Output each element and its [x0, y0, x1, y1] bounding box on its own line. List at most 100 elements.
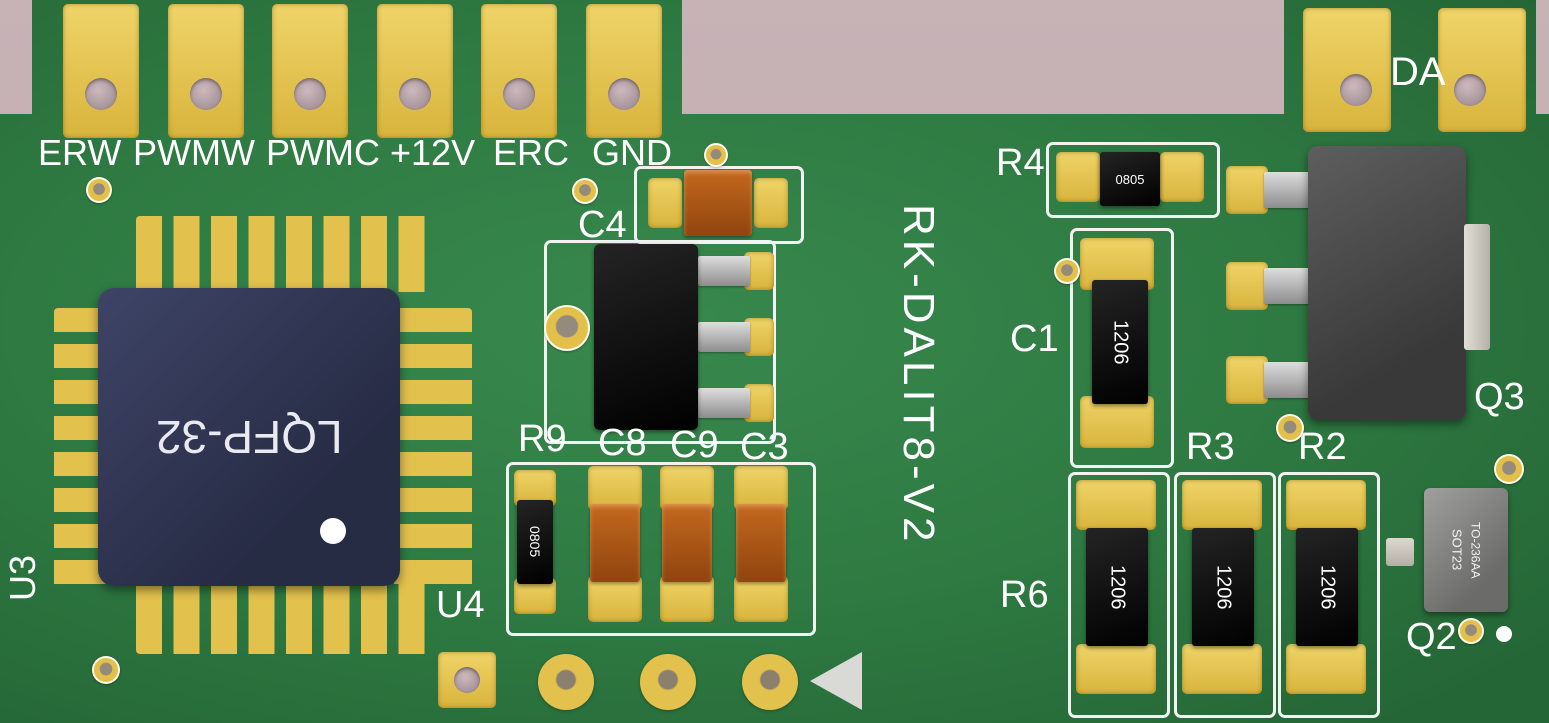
r4-size-label: 0805 [1115, 171, 1145, 187]
connector-label-erc: ERC [493, 132, 570, 173]
q3-tab [1464, 224, 1490, 350]
connector-pad-erc [481, 4, 557, 138]
pad-hole [608, 78, 640, 110]
u3-pins-top [136, 216, 436, 292]
q3-lead [1264, 268, 1310, 304]
c1-body: 1206 [1092, 280, 1148, 404]
bottom-round-pad [640, 654, 696, 710]
c1-pad [1080, 396, 1154, 448]
r4-outline [1046, 142, 1220, 218]
pad-hole [294, 78, 326, 110]
sot-lead [698, 322, 750, 352]
via [86, 177, 112, 203]
sot-lead [698, 256, 750, 286]
c9-ref-label: C9 [670, 424, 719, 466]
r6-outline [1068, 472, 1170, 718]
connector-label-pwmc: PWMC [266, 132, 380, 173]
via [1054, 258, 1080, 284]
r2-pad [1286, 480, 1366, 530]
da-pad-left [1303, 8, 1391, 132]
connector-label-pwmw: PWMW [133, 132, 255, 173]
r6-pad [1076, 480, 1156, 530]
r4-pad [1160, 152, 1204, 202]
c3-pad [734, 466, 788, 510]
c3-ref-label: C3 [740, 426, 789, 468]
pad-hole [503, 78, 535, 110]
connector-pad-pwmw [168, 4, 244, 138]
q2-package-label: TO-236AA [1468, 521, 1483, 579]
c4-ref-label: C4 [578, 204, 627, 246]
q2-package-label: SOT23 [1449, 529, 1465, 571]
connector-pad-12v [377, 4, 453, 138]
r3-body: 1206 [1192, 528, 1254, 646]
bottom-square-pad [438, 652, 496, 708]
q3-lead [1264, 172, 1310, 208]
sot-outline [544, 240, 776, 444]
via [544, 305, 590, 351]
r4-body: 0805 [1100, 152, 1160, 206]
c8-ref-label: C8 [598, 422, 647, 464]
connector-pad-pwmc [272, 4, 348, 138]
r2-ref-label: R2 [1298, 426, 1347, 468]
r3-pad [1182, 480, 1262, 530]
r4-ref-label: R4 [996, 142, 1045, 184]
connector-label-erw: ERW [38, 132, 122, 173]
via [704, 143, 728, 167]
connector-label-12v: +12V [390, 132, 476, 173]
r6-ref-label: R6 [1000, 574, 1049, 616]
via [92, 656, 120, 684]
u3-ref-label: U3 [2, 554, 44, 602]
q3-ref-label: Q3 [1474, 376, 1525, 418]
q3-lead [1264, 362, 1310, 398]
da-label: DA [1390, 50, 1446, 94]
r9-body: 0805 [517, 500, 553, 584]
q3-body [1308, 146, 1466, 420]
c4-pad [648, 178, 682, 228]
connector-pad-erw [63, 4, 139, 138]
board-name-label: RK-DALIT8-V2 [894, 204, 943, 546]
c3-pad [734, 576, 788, 622]
r9-c8-c9-c3-outline [506, 462, 816, 636]
r2-pad [1286, 644, 1366, 694]
c3-body [736, 504, 786, 582]
q3-pad [1226, 356, 1268, 404]
r4-pad [1056, 152, 1100, 202]
r9-size-label: 0805 [527, 526, 543, 558]
q3-pad [1226, 262, 1268, 310]
c8-pad [588, 466, 642, 510]
r3-ref-label: R3 [1186, 426, 1235, 468]
da-pad-right [1438, 8, 1526, 132]
r6-pad [1076, 644, 1156, 694]
pad-hole [190, 78, 222, 110]
silkscreen-dot [1496, 626, 1512, 642]
u3-ic-body: LQFP-32 [98, 288, 400, 586]
r2-body: 1206 [1296, 528, 1358, 646]
u3-pins-bottom [136, 576, 436, 654]
c8-body [590, 504, 640, 582]
r6-body: 1206 [1086, 528, 1148, 646]
arrow-marker [810, 652, 862, 710]
r9-ref-label: R9 [518, 418, 567, 460]
pad-hole [1340, 74, 1372, 106]
connector-pad-gnd [586, 4, 662, 138]
q3-pad [1226, 166, 1268, 214]
bottom-round-pad [742, 654, 798, 710]
c9-body [662, 504, 712, 582]
u4-ref-label: U4 [436, 584, 485, 626]
pad-hole [85, 78, 117, 110]
r3-pad [1182, 644, 1262, 694]
via [1276, 414, 1304, 442]
c9-pad [660, 576, 714, 622]
r2-size-label: 1206 [1316, 564, 1339, 610]
via [1494, 454, 1524, 484]
c9-pad [660, 466, 714, 510]
connector-label-gnd: GND [592, 132, 672, 173]
bottom-round-pad [538, 654, 594, 710]
q2-body: SOT23 TO-236AA [1424, 488, 1508, 612]
via [572, 178, 598, 204]
r3-outline [1174, 472, 1276, 718]
via [1458, 618, 1484, 644]
sot-body [594, 244, 698, 430]
